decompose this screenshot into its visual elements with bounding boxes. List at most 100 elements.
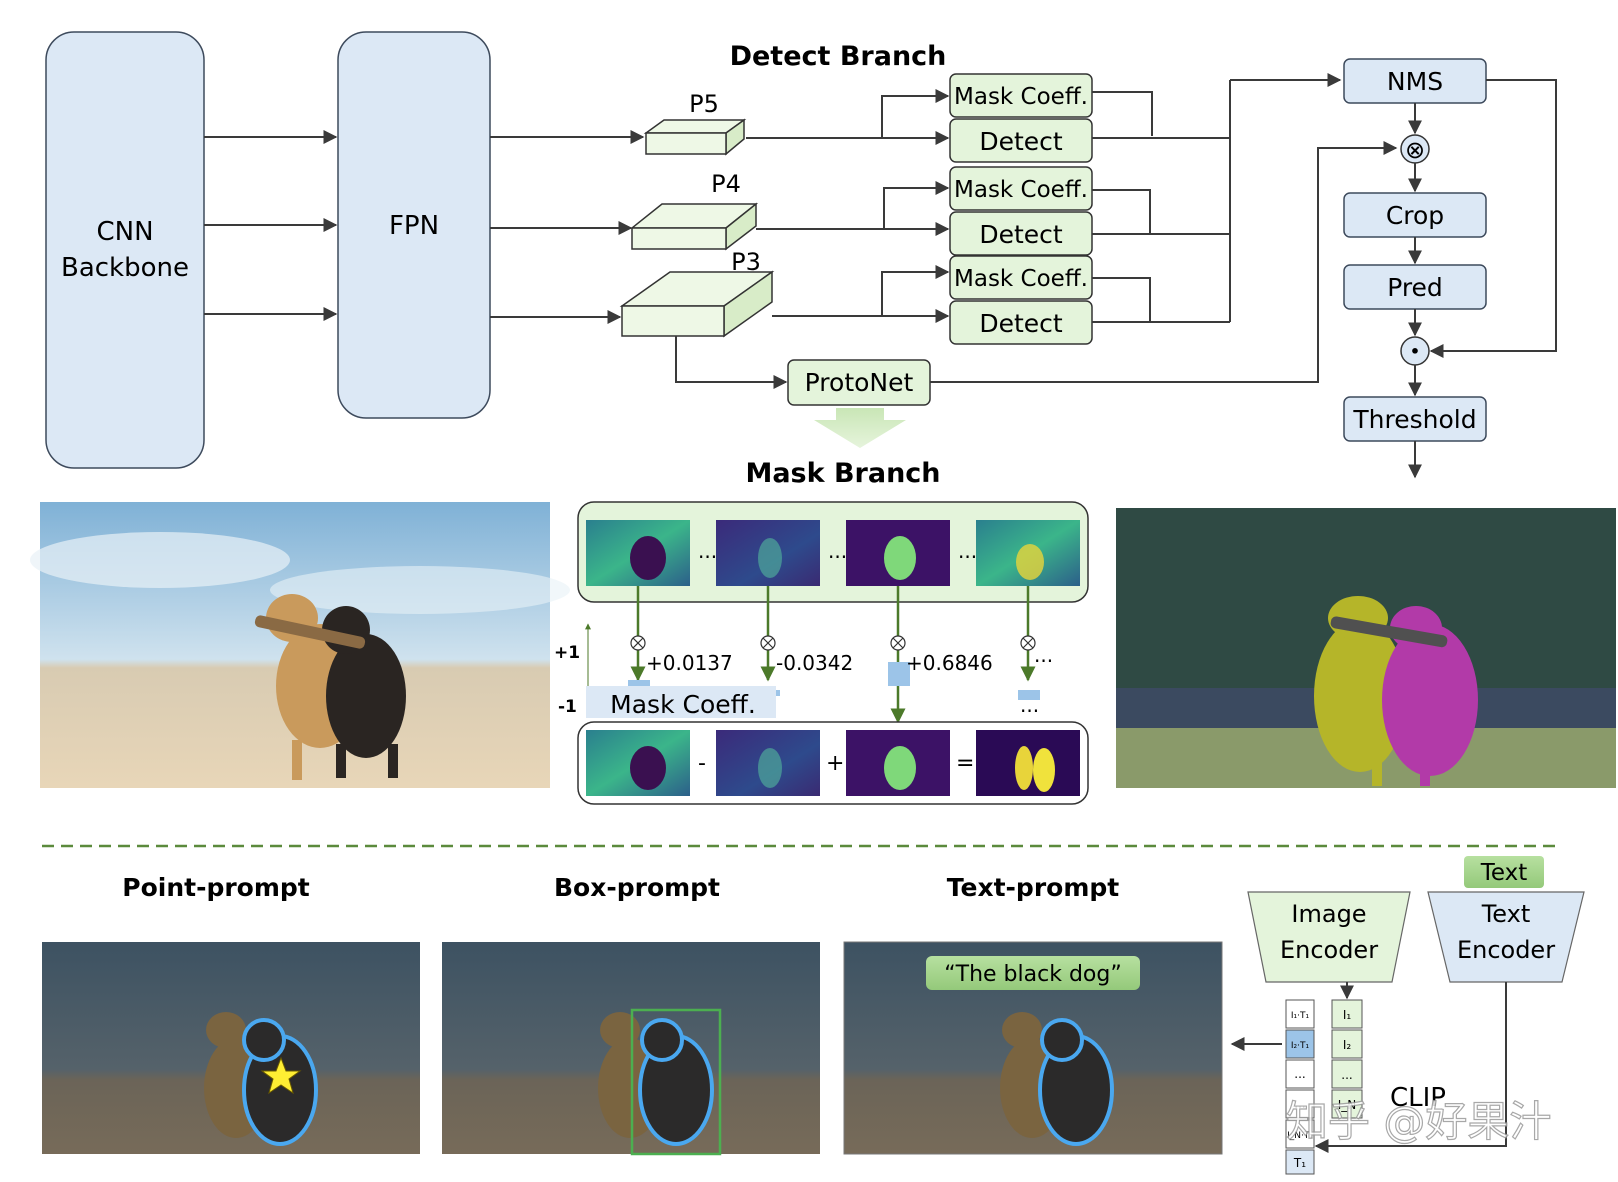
combination-row: - + =: [586, 730, 1080, 796]
matrix-left-1: I₁·T₁: [1291, 1011, 1310, 1021]
threshold-label: Threshold: [1352, 405, 1476, 434]
point-prompt-title: Point-prompt: [122, 873, 310, 902]
watermark: 知乎 @好果汁: [1286, 1097, 1551, 1146]
head-p5: Mask Coeff. Detect: [949, 73, 1093, 163]
text-encoder-label-1: Text: [1481, 900, 1531, 928]
threshold-block: Threshold: [1343, 396, 1487, 442]
mask-coeff-label: Mask Coeff.: [610, 690, 756, 719]
coefficient-bar-3: [888, 662, 910, 686]
text-encoder: Text Text Encoder: [1427, 856, 1585, 983]
matrix-right-5: T₁: [1293, 1156, 1306, 1170]
operator-plus: +: [826, 751, 844, 776]
crop-label: Crop: [1386, 201, 1444, 230]
mask-branch-down-arrow: [814, 408, 906, 448]
text-prompt-panel: “The black dog”: [843, 941, 1223, 1155]
feature-head-arrows: [746, 89, 950, 323]
coefficient-value-2: -0.0342: [776, 651, 853, 675]
box-prompt-title: Box-prompt: [554, 873, 720, 902]
mask-coeff-p5: Mask Coeff.: [954, 84, 1088, 110]
matrix-left-2: I₂·T₁: [1291, 1041, 1310, 1051]
text-encoder-label-2: Encoder: [1457, 936, 1555, 964]
matrix-left-3: ...: [1294, 1067, 1305, 1081]
clip-matrix: I₁·T₁ I₂·T₁ ... ... I_N·T₁ I₁ I₂ ... I_N…: [1285, 999, 1363, 1175]
matrix-right-2: I₂: [1343, 1038, 1352, 1052]
text-input-tag-label: Text: [1480, 860, 1528, 886]
feature-map-p3: P3: [619, 248, 775, 338]
text-query-tag: [926, 956, 1140, 990]
dot-symbol: •: [1410, 342, 1420, 361]
head-p4: Mask Coeff. Detect: [949, 166, 1093, 256]
protonet-arrows: [675, 141, 1398, 389]
prototype-ellipsis-3: ...: [958, 539, 977, 563]
multiply-node: ⊗: [1400, 134, 1430, 164]
matrix-left-4: ...: [1294, 1097, 1305, 1111]
text-prompt-title: Text-prompt: [947, 873, 1119, 902]
box-prompt-rectangle: [630, 1008, 722, 1156]
coefficient-ellipsis: ...: [1020, 693, 1039, 717]
pipeline-arrows: [1408, 79, 1557, 479]
coefficient-value-4: ...: [1034, 643, 1053, 667]
coefficient-scale: +1 -1 Mask Coeff.: [554, 623, 776, 719]
operator-equals: =: [956, 751, 974, 776]
coefficient-bar-1: [628, 680, 650, 688]
coefficient-value-1: +0.0137: [646, 651, 733, 675]
text-input-tag: [1464, 856, 1544, 888]
protonet-block: ProtoNet: [787, 359, 931, 406]
p5-label: P5: [689, 90, 719, 118]
scale-top-label: +1: [554, 643, 580, 663]
clip-label: CLIP: [1390, 1083, 1446, 1113]
coefficient-value-3: +0.6846: [906, 651, 993, 675]
point-prompt-panel: [42, 942, 420, 1154]
point-star-icon: [260, 1056, 302, 1095]
nms-block: NMS: [1343, 58, 1487, 104]
detect-branch-title: Detect Branch: [730, 41, 947, 72]
image-encoder: Image Encoder: [1247, 891, 1411, 983]
fpn-block: FPN: [337, 31, 491, 419]
crop-block: Crop: [1343, 192, 1487, 238]
scale-bottom-label: -1: [558, 697, 577, 717]
image-encoder-label-1: Image: [1291, 900, 1366, 928]
matrix-right-1: I₁: [1343, 1008, 1352, 1022]
feature-map-p5: P5: [643, 90, 747, 156]
matrix-right-4: I_N: [1338, 1098, 1357, 1112]
backbone-label-2: Backbone: [61, 253, 189, 283]
prototype-ellipsis-1: ...: [698, 539, 717, 563]
segmentation-result: [1116, 508, 1616, 788]
matrix-left-5: I_N·T₁: [1287, 1131, 1313, 1141]
detect-p5: Detect: [979, 127, 1063, 156]
combination-container: [577, 721, 1089, 805]
prototype-masks: ... ... ...: [586, 520, 1080, 586]
coefficient-values: +0.0137 -0.0342 +0.6846 ... ...: [646, 643, 1053, 717]
feature-map-p4: P4: [629, 170, 759, 251]
operator-minus: -: [698, 751, 706, 776]
protonet-label: ProtoNet: [805, 368, 914, 397]
box-prompt-panel: [442, 942, 820, 1156]
p3-label: P3: [731, 248, 761, 276]
detect-p4: Detect: [979, 220, 1063, 249]
head-collector-lines: [1092, 73, 1342, 323]
dot-node: •: [1400, 336, 1430, 366]
matrix-right-3: ...: [1341, 1068, 1352, 1082]
clip-arrows: [1230, 982, 1507, 1153]
image-encoder-label-2: Encoder: [1280, 936, 1378, 964]
coefficient-multipliers: [630, 635, 1036, 651]
head-p3: Mask Coeff. Detect: [949, 255, 1093, 345]
fpn-feature-arrows: [490, 130, 645, 324]
detect-p3: Detect: [979, 309, 1063, 338]
mask-coeff-p3: Mask Coeff.: [954, 266, 1088, 292]
pred-block: Pred: [1343, 264, 1487, 310]
mask-branch-title: Mask Branch: [745, 458, 940, 489]
text-query: “The black dog”: [944, 962, 1121, 987]
fpn-label: FPN: [389, 211, 439, 241]
coeff-label-bg: [586, 686, 776, 718]
prototype-ellipsis-2: ...: [828, 539, 847, 563]
pred-label: Pred: [1387, 273, 1443, 302]
nms-label: NMS: [1387, 67, 1443, 96]
backbone-label-1: CNN: [96, 217, 153, 247]
input-photo: [30, 502, 570, 788]
backbone-block: CNN Backbone: [45, 31, 205, 469]
mask-coeff-p4: Mask Coeff.: [954, 177, 1088, 203]
backbone-fpn-arrows: [204, 130, 338, 321]
coefficient-bar-4: [1018, 690, 1040, 700]
